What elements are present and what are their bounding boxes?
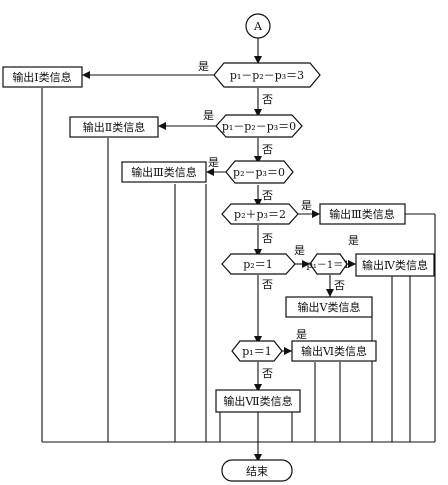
decision-5: p₂＝1	[221, 253, 296, 275]
start-connector: A	[245, 13, 271, 39]
end-terminal: 结束	[221, 459, 293, 482]
d3-no-label: 否	[262, 189, 273, 202]
decision-7: p₁＝1	[231, 340, 283, 362]
svg-text:结束: 结束	[246, 465, 268, 478]
output-8: 输出Ⅶ类信息	[215, 389, 301, 413]
d4-no-label: 否	[262, 232, 273, 245]
svg-text:p₁－1＝1: p₁－1＝1	[306, 260, 349, 271]
svg-text:p₂＝1: p₂＝1	[243, 258, 272, 271]
connectors	[41, 38, 436, 462]
svg-text:p₂＋p₃＝2: p₂＋p₃＝2	[234, 208, 286, 221]
d1-yes-label: 是	[198, 60, 209, 73]
d2-no-label: 否	[262, 143, 273, 156]
svg-text:A: A	[253, 20, 263, 33]
output-1: 输出Ⅰ类信息	[2, 66, 83, 88]
output-2: 输出Ⅱ类信息	[69, 116, 159, 138]
svg-text:输出Ⅶ类信息: 输出Ⅶ类信息	[223, 394, 292, 408]
d1-no-label: 否	[262, 93, 273, 106]
d5-no-label: 否	[262, 278, 273, 291]
svg-text:输出Ⅱ类信息: 输出Ⅱ类信息	[83, 120, 145, 134]
d7-no-label: 否	[262, 367, 273, 380]
output-6: 输出Ⅴ类信息	[285, 296, 373, 318]
decision-4: p₂＋p₃＝2	[221, 203, 299, 225]
d2-yes-label: 是	[203, 109, 214, 122]
output-4: 输出Ⅲ类信息	[319, 203, 406, 225]
d6-yes-label: 是	[348, 234, 359, 247]
decision-6: p₁－1＝1	[306, 253, 350, 275]
d3-yes-label: 是	[208, 156, 219, 169]
decision-3: p₂－p₃＝0	[225, 160, 294, 184]
svg-text:p₁－p₂－p₃＝0: p₁－p₂－p₃＝0	[222, 120, 296, 133]
d6-no-label: 否	[334, 279, 345, 292]
svg-text:输出Ⅰ类信息: 输出Ⅰ类信息	[12, 70, 71, 84]
svg-text:输出Ⅳ类信息: 输出Ⅳ类信息	[362, 258, 428, 272]
svg-text:输出Ⅲ类信息: 输出Ⅲ类信息	[329, 207, 395, 221]
output-5: 输出Ⅳ类信息	[355, 253, 435, 277]
d4-yes-label: 是	[301, 199, 312, 212]
decision-1: p₁－p₂－p₃＝3	[213, 62, 321, 88]
d6-left-yes-label: 是	[294, 244, 305, 257]
d7-yes-label: 是	[296, 328, 307, 341]
svg-text:p₁－p₂－p₃＝3: p₁－p₂－p₃＝3	[230, 69, 304, 82]
svg-text:输出Ⅲ类信息: 输出Ⅲ类信息	[131, 165, 197, 179]
output-3: 输出Ⅲ类信息	[121, 161, 207, 183]
output-7: 输出Ⅵ类信息	[291, 340, 377, 362]
svg-text:p₂－p₃＝0: p₂－p₃＝0	[233, 166, 285, 179]
svg-text:p₁＝1: p₁＝1	[242, 345, 271, 358]
svg-text:输出Ⅵ类信息: 输出Ⅵ类信息	[301, 344, 367, 358]
decision-2: p₁－p₂－p₃＝0	[215, 114, 303, 138]
svg-text:输出Ⅴ类信息: 输出Ⅴ类信息	[298, 300, 361, 314]
